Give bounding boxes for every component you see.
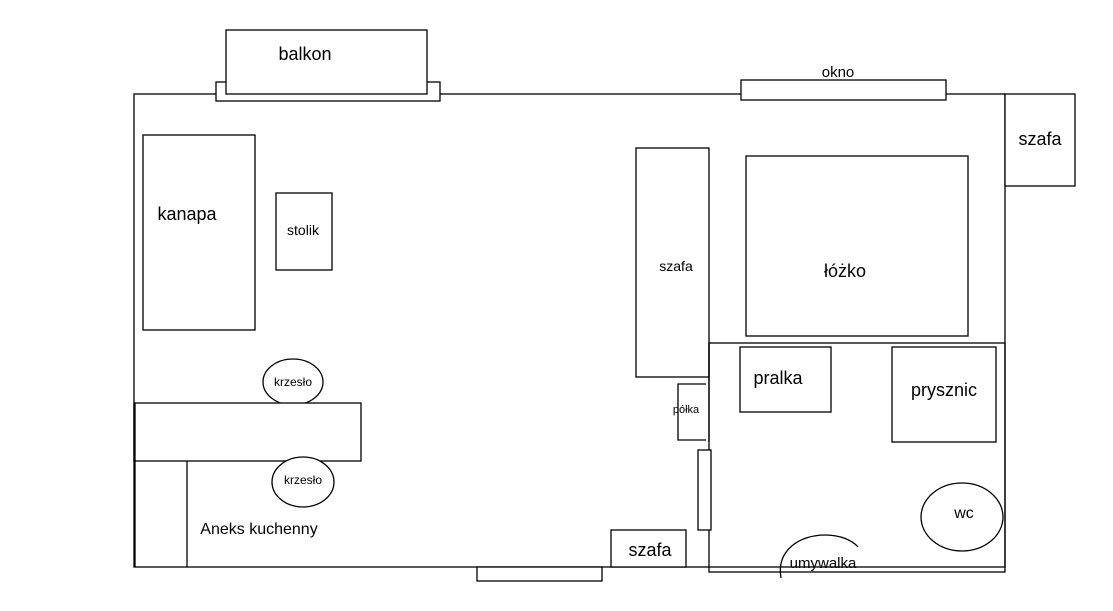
door-panel <box>697 449 712 531</box>
shelf <box>677 383 706 441</box>
coffee-table-label: stolik <box>287 222 320 238</box>
shower-label: prysznic <box>911 380 977 400</box>
coffee-table <box>275 192 333 271</box>
kitchen-counter <box>133 402 362 462</box>
shower <box>891 346 997 443</box>
bed-label: łóżko <box>824 261 866 281</box>
balcony <box>225 29 428 95</box>
wardrobe-top-right <box>1004 93 1076 187</box>
wardrobe-bottom-label: szafa <box>628 540 672 560</box>
sink <box>779 534 859 579</box>
sofa-label: kanapa <box>157 204 217 224</box>
washing-machine <box>739 346 832 413</box>
balcony-label: balkon <box>278 44 331 64</box>
wardrobe-top-right-label: szafa <box>1018 129 1062 149</box>
chair-bottom <box>271 456 335 508</box>
chair-top-label: krzesło <box>274 375 312 389</box>
washing-machine-label: pralka <box>753 368 803 388</box>
chair-bottom-label: krzesło <box>284 473 322 487</box>
wardrobe-bottom <box>610 529 687 568</box>
toilet-label: wc <box>953 505 974 522</box>
sink-label: umywalka <box>790 555 857 572</box>
shelf-label: półka <box>673 404 700 416</box>
wardrobe-middle <box>635 147 710 378</box>
kitchenette-label: Aneks kuchenny <box>200 521 317 538</box>
window-label: okno <box>822 64 855 81</box>
toilet <box>920 482 1004 552</box>
wardrobe-middle-label: szafa <box>659 258 693 274</box>
sofa <box>142 134 256 331</box>
bed <box>745 155 969 337</box>
entrance-door <box>476 566 603 582</box>
window <box>740 79 947 101</box>
